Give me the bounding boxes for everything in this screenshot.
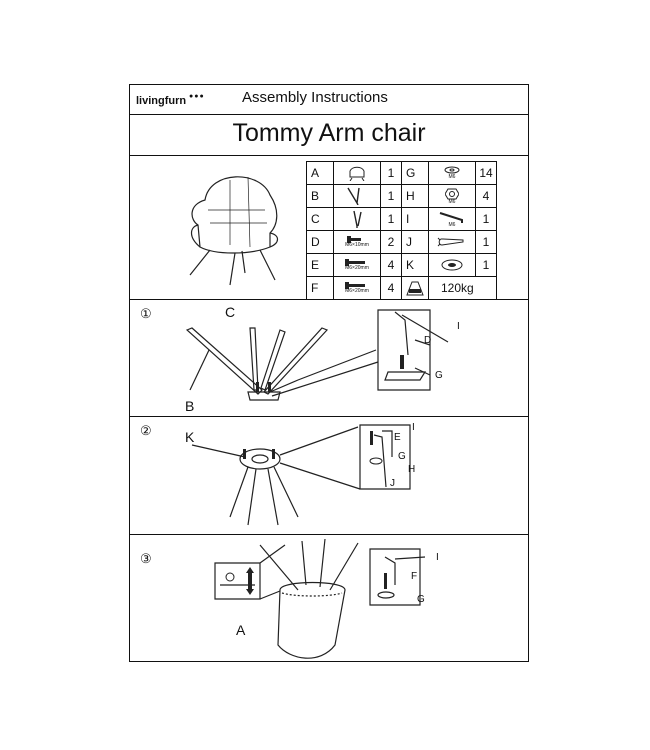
part-qty: 1 [380,161,402,185]
part-letter: D [306,230,334,254]
part-size: M6×20mm [345,265,369,271]
part-letter: I [401,207,429,231]
table-row: A 1 G M6 14 [306,161,497,185]
label-f: F [411,571,418,582]
part-qty: 1 [380,207,402,231]
product-name: Tommy Arm chair [232,119,426,147]
step-number: ③ [140,551,152,566]
part-letter: B [306,184,334,208]
washer-icon: M6 [428,161,476,185]
label-a: A [236,622,246,638]
step-1-section: ① C B I D G [130,300,528,417]
part-qty: 14 [475,161,497,185]
part-qty: 1 [475,207,497,231]
logo-dots-icon: ●●● [189,93,205,100]
part-letter: J [401,230,429,254]
part-qty: 1 [475,253,497,277]
table-row: F M6×20mm 4 120kg [306,276,497,300]
label-c: C [225,304,236,320]
part-qty: 1 [475,230,497,254]
seat-icon [333,161,381,185]
step-3-diagram [214,538,426,659]
leg-pair-icon [333,184,381,208]
parts-table: A 1 G M6 14 B 1 H [306,161,497,300]
part-qty: 1 [380,184,402,208]
header-title: Assembly Instructions [242,89,388,106]
table-row: D M6×10mm 2 J 1 [306,230,497,254]
label-e: E [394,432,401,443]
part-letter: A [306,161,334,185]
label-g: G [417,594,425,605]
part-letter: G [401,161,429,185]
leg-pair-icon [333,207,381,231]
bolt-icon: M6×10mm [333,230,381,254]
step-number: ② [140,423,152,438]
part-letter: F [306,276,334,300]
part-size: M6 [448,174,456,180]
allen-key-icon: M6 [428,207,476,231]
part-letter: H [401,184,429,208]
swivel-plate-icon [428,253,476,277]
chair-illustration-icon [189,176,279,286]
part-letter: C [306,207,334,231]
step-3-section: ③ A I F G [130,535,528,663]
step-number: ① [140,306,152,321]
instruction-sheet: livingfurn ●●● Assembly Instructions Tom… [129,84,529,662]
part-letter: E [306,253,334,277]
part-qty: 2 [380,230,402,254]
label-i: I [457,321,460,332]
label-i: I [412,422,415,433]
part-size: M6 [448,221,456,228]
part-size: M6×20mm [345,288,369,294]
part-letter: K [401,253,429,277]
bolt-icon: M6×20mm [333,253,381,277]
header-row: livingfurn ●●● Assembly Instructions [130,85,528,115]
part-qty: 4 [380,253,402,277]
load-capacity: 120kg [428,276,497,300]
label-g: G [435,370,443,381]
parts-section: A 1 G M6 14 B 1 H [130,155,528,300]
brand-name: livingfurn [136,95,187,107]
part-size: M6×10mm [345,242,369,248]
wrench-icon [428,230,476,254]
label-i: I [436,552,439,563]
table-row: E M6×20mm 4 K 1 [306,253,497,277]
title-row: Tommy Arm chair [130,114,528,156]
label-j: J [390,478,395,489]
label-h: H [408,464,416,475]
weight-icon [401,276,429,300]
table-row: B 1 H M6 4 [306,184,497,208]
label-g: G [398,451,406,462]
part-qty: 4 [475,184,497,208]
step-1-diagram [185,309,449,401]
table-row: C 1 I M6 1 [306,207,497,231]
nut-icon: M6 [428,184,476,208]
label-d: D [424,335,432,346]
bolt-icon: M6×20mm [333,276,381,300]
label-k: K [185,429,195,445]
part-size: M6 [448,198,456,205]
step-2-section: ② K I E G H J [130,417,528,535]
part-qty: 4 [380,276,402,300]
brand-logo: livingfurn ●●● [136,93,204,107]
step-2-diagram [191,424,411,526]
label-b: B [185,398,195,414]
